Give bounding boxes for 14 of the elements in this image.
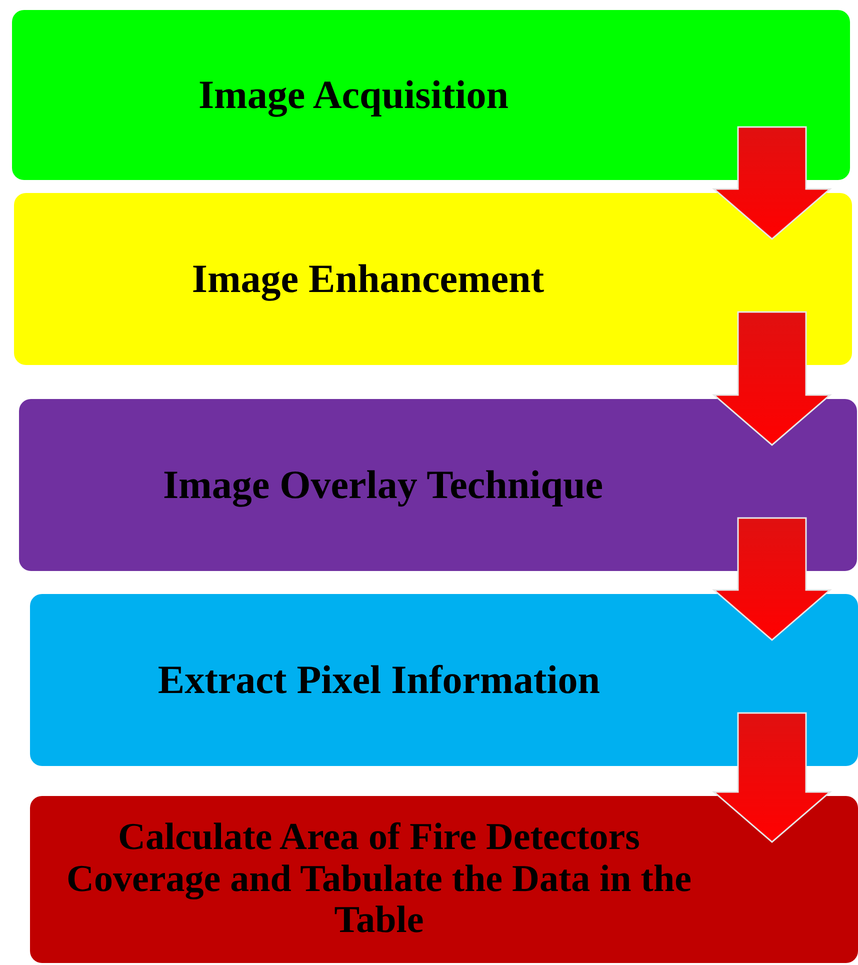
arrow	[712, 517, 832, 641]
step-label: Image Overlay Technique	[162, 463, 604, 507]
process-box	[12, 10, 850, 180]
arrow	[712, 311, 832, 446]
process-box	[14, 193, 852, 365]
arrow	[712, 712, 832, 843]
arrow	[712, 126, 832, 240]
step-label: Extract Pixel Information	[158, 658, 600, 702]
step-label: Image Enhancement	[192, 257, 544, 301]
process-box	[19, 399, 857, 571]
step-label: Calculate Area of Fire Detectors Coverage and Tabulate the Data in the Table	[66, 816, 692, 942]
process-box	[30, 594, 858, 766]
step-label: Image Acquisition	[198, 73, 509, 117]
process-box	[30, 796, 858, 963]
